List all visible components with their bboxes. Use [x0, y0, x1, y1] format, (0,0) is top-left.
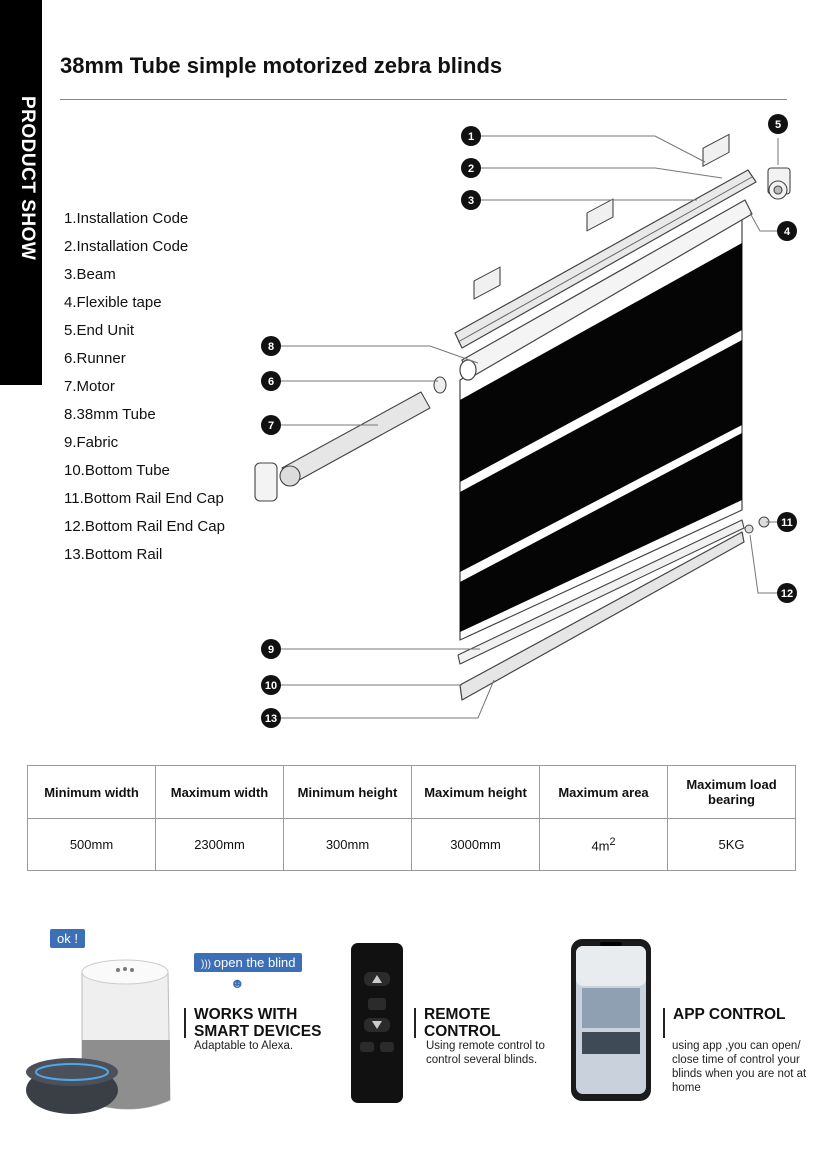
runner	[433, 376, 447, 394]
list-item: 12.Bottom Rail End Cap	[64, 518, 225, 535]
callout: 2	[461, 158, 481, 178]
svg-text:9: 9	[268, 644, 274, 656]
bottom-rail-end-cap	[744, 524, 754, 534]
sound-wave-icon: )))	[201, 959, 214, 970]
callout: 4	[777, 221, 797, 241]
motor	[254, 391, 431, 502]
specs-table: Minimum width Maximum width Minimum heig…	[27, 765, 796, 871]
svg-text:1: 1	[468, 131, 474, 143]
smart-devices-title: WORKS WITH SMART DEVICES	[194, 1006, 322, 1040]
callout-markers: 1 2 3 4 5 6 7 8 9 10 11 12 13	[261, 114, 797, 728]
callout: 7	[261, 415, 281, 435]
list-item: 4.Flexible tape	[64, 294, 162, 311]
table-header: Maximum width	[155, 765, 284, 819]
svg-text:12: 12	[781, 588, 793, 600]
page-title: 38mm Tube simple motorized zebra blinds	[60, 53, 503, 78]
callout: 8	[261, 336, 281, 356]
blind-illustration	[254, 133, 791, 701]
callout: 1	[461, 126, 481, 146]
exploded-diagram: 1 2 3 4 5 6 7 8 9 10 11 12 13	[254, 114, 797, 728]
tube-end	[459, 359, 477, 381]
voice-command-text: open the blind	[213, 955, 296, 970]
svg-text:8: 8	[268, 341, 274, 353]
divider	[184, 1008, 186, 1038]
features-section: ok ! ))) open the blind ☻ WORKS WITH SMA…	[0, 920, 827, 1140]
callout: 5	[768, 114, 788, 134]
bottom-rail	[459, 531, 745, 701]
zebra-stripe	[460, 433, 742, 632]
beam-edge	[457, 176, 753, 343]
svg-text:3: 3	[468, 195, 474, 207]
leader-lines	[280, 135, 779, 719]
svg-text:13: 13	[265, 713, 277, 725]
callout: 13	[261, 708, 281, 728]
callout: 6	[261, 371, 281, 391]
callout: 12	[777, 583, 797, 603]
list-item: 6.Runner	[64, 350, 126, 367]
callout: 9	[261, 639, 281, 659]
person-icon: ☻	[230, 975, 245, 991]
divider	[663, 1008, 665, 1038]
table-cell: 2300mm	[155, 818, 284, 871]
table-header: Maximum load bearing	[667, 765, 796, 819]
remote-control-desc: Using remote control to control several …	[426, 1040, 545, 1066]
table-header: Minimum width	[27, 765, 156, 819]
smart-devices-desc: Adaptable to Alexa.	[194, 1040, 294, 1052]
table-row: Minimum width Maximum width Minimum heig…	[27, 765, 796, 819]
remote-control-title: REMOTE CONTROL	[424, 1006, 501, 1040]
app-control-desc: using app ,you can open/ close time of c…	[672, 1040, 807, 1094]
list-item: 11.Bottom Rail End Cap	[64, 490, 224, 507]
table-row: 500mm 2300mm 300mm 3000mm 4m2 5KG	[27, 818, 796, 871]
list-item: 2.Installation Code	[64, 238, 189, 255]
app-control-title: APP CONTROL	[673, 1006, 786, 1023]
parts-list: 1.Installation Code 2.Installation Code …	[64, 209, 225, 573]
table-cell: 300mm	[283, 818, 412, 871]
bottom-tube	[457, 519, 745, 665]
svg-text:6: 6	[268, 376, 274, 388]
svg-text:11: 11	[781, 517, 793, 529]
table-cell: 3000mm	[411, 818, 540, 871]
svg-text:4: 4	[784, 226, 791, 238]
list-item: 13.Bottom Rail	[64, 546, 163, 563]
area-value: 4m	[591, 838, 610, 854]
svg-text:7: 7	[268, 420, 274, 432]
list-item: 7.Motor	[64, 378, 115, 395]
zebra-stripe	[460, 243, 742, 482]
list-item: 9.Fabric	[64, 434, 119, 451]
sidebar-banner: PRODUCT SHOW	[0, 0, 42, 385]
table-header: Minimum height	[283, 765, 412, 819]
bracket	[473, 133, 730, 300]
list-item: 1.Installation Code	[64, 210, 189, 227]
end-unit	[767, 167, 791, 200]
svg-text:2: 2	[468, 163, 474, 175]
divider	[414, 1008, 416, 1038]
table-header: Maximum height	[411, 765, 540, 819]
table-cell: 5KG	[667, 818, 796, 871]
voice-command-bubble: ))) open the blind	[194, 953, 303, 972]
list-item: 8.38mm Tube	[64, 406, 156, 423]
area-superscript: 2	[609, 835, 616, 848]
callout: 10	[261, 675, 281, 695]
title-divider	[60, 99, 787, 100]
list-item: 10.Bottom Tube	[64, 462, 170, 479]
list-item: 5.End Unit	[64, 322, 135, 339]
ok-bubble: ok !	[50, 929, 85, 948]
callout: 11	[777, 512, 797, 532]
sidebar-label: PRODUCT SHOW	[17, 96, 38, 261]
list-item: 3.Beam	[64, 266, 116, 283]
smartphone-icon	[571, 939, 651, 1101]
table-cell: 4m2	[539, 818, 668, 871]
svg-text:10: 10	[265, 680, 277, 692]
remote-control-icon	[351, 943, 403, 1103]
table-header: Maximum area	[539, 765, 668, 819]
svg-text:5: 5	[775, 119, 781, 131]
zebra-stripe	[460, 340, 742, 572]
smart-speaker-icon	[26, 959, 171, 1114]
table-cell: 500mm	[27, 818, 156, 871]
callout: 3	[461, 190, 481, 210]
